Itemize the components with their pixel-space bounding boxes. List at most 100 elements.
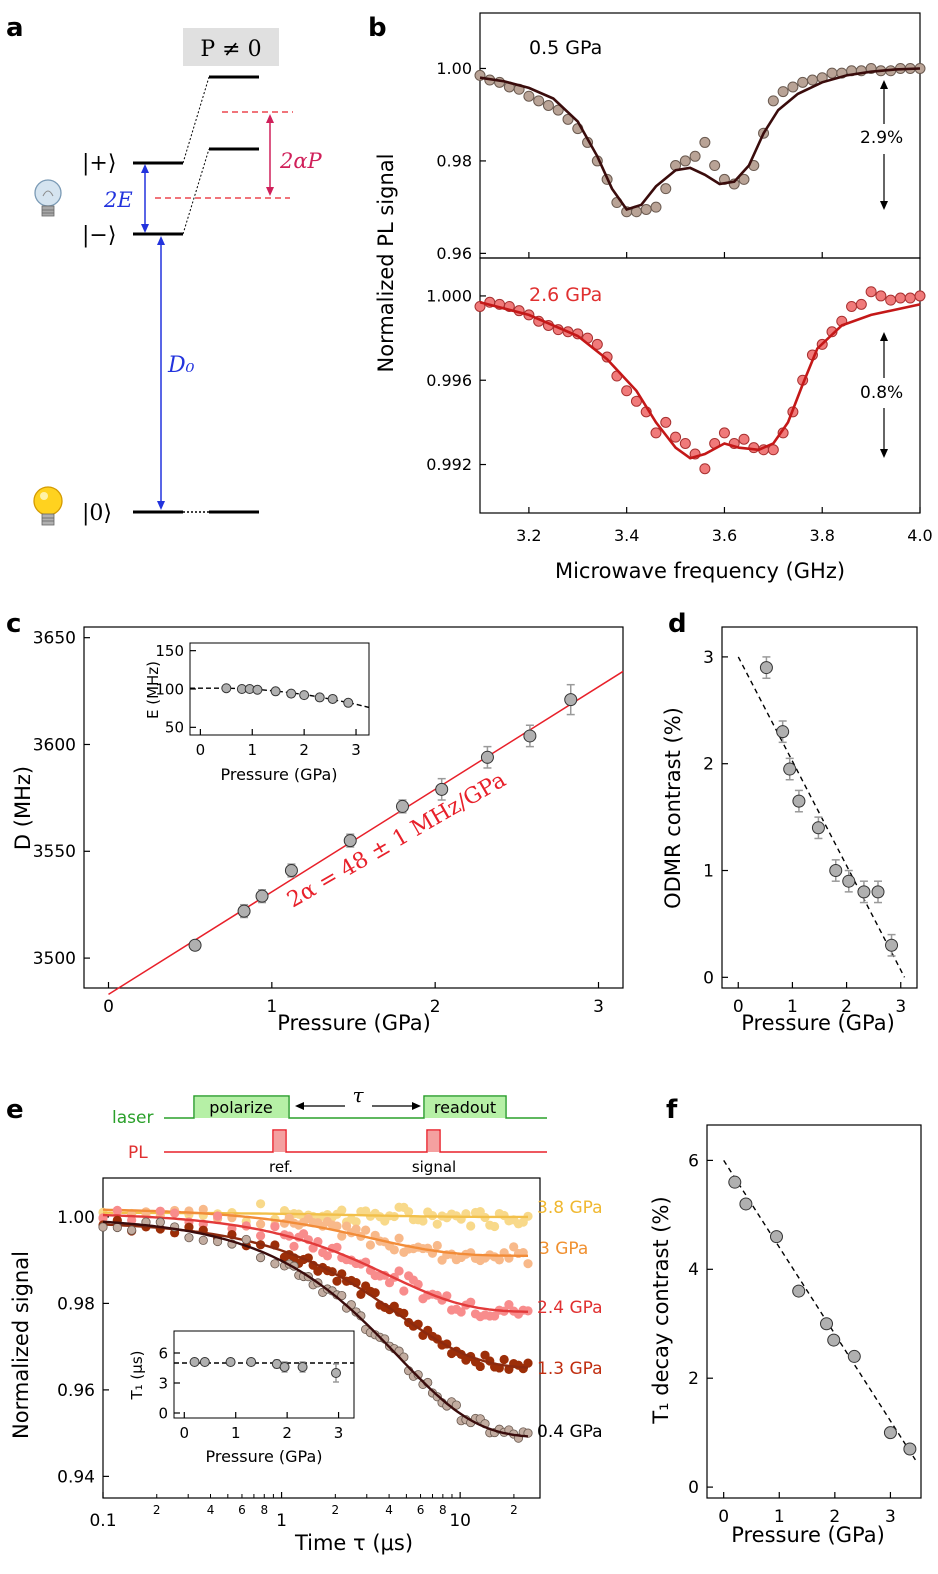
x-tick-label: 3	[593, 997, 604, 1017]
data-point	[361, 1225, 371, 1235]
y-tick-label: 3	[158, 1374, 168, 1392]
data-point	[797, 76, 809, 88]
fit-line	[723, 1160, 916, 1461]
data-point	[699, 136, 711, 148]
label-D0: D₀	[167, 353, 195, 378]
data-point	[337, 1231, 347, 1241]
data-point	[523, 1259, 533, 1269]
e-series-label-2: 2.4 GPa	[537, 1298, 603, 1318]
data-point	[255, 1199, 266, 1209]
fit-curve	[479, 301, 921, 460]
ref-label: ref.	[269, 1158, 293, 1176]
pulse-sequence-diagram: polarize readout laser PL τ ref. signal	[112, 1083, 547, 1176]
data-point	[308, 1243, 318, 1253]
ket-minus: |−⟩	[82, 223, 116, 248]
data-point	[343, 697, 354, 708]
y-tick-label: 50	[165, 719, 184, 737]
fit-curve	[102, 1213, 529, 1313]
data-point	[650, 427, 662, 439]
y-tick-label: 150	[155, 642, 184, 660]
data-point	[413, 1370, 423, 1380]
data-point	[718, 427, 730, 439]
data-point	[432, 1219, 442, 1229]
y-tick-label: 0.98	[57, 1294, 95, 1314]
polarize-label: polarize	[209, 1098, 272, 1117]
x-minor-tick-label: 6	[417, 1503, 425, 1517]
data-point	[509, 1242, 519, 1252]
data-point	[523, 729, 537, 743]
data-point	[820, 1317, 834, 1331]
data-point	[475, 1361, 485, 1372]
c-slope-annotation: 2α = 48 ± 1 MHz/GPa	[283, 768, 510, 914]
laser-trace	[164, 1095, 547, 1119]
data-point	[199, 1357, 210, 1367]
data-point	[343, 834, 357, 848]
pl-label: PL	[128, 1143, 148, 1163]
data-point	[332, 1276, 342, 1286]
data-point	[127, 1225, 137, 1235]
data-point	[155, 1217, 165, 1227]
pl-trace	[164, 1129, 547, 1153]
data-point	[894, 292, 906, 304]
data-point	[759, 661, 773, 675]
x-tick-label: 1	[787, 997, 798, 1017]
data-point	[523, 1358, 533, 1368]
data-point	[394, 1266, 404, 1276]
data-point	[846, 300, 858, 312]
data-point	[332, 1242, 342, 1252]
plot-frame-c	[83, 626, 624, 989]
data-point	[184, 1206, 194, 1216]
data-point	[241, 1234, 251, 1245]
data-point	[769, 1230, 783, 1244]
data-point	[591, 338, 603, 350]
x-tick-label: 2	[299, 741, 309, 759]
data-point	[885, 294, 897, 306]
data-point	[356, 1289, 366, 1300]
data-point	[255, 889, 269, 903]
f-ylabel: T₁ decay contrast (%)	[649, 1196, 673, 1424]
data-point	[394, 1233, 404, 1243]
plot-b-top-content: 0.960.981.00	[436, 59, 926, 263]
data-point	[875, 290, 887, 302]
data-point	[777, 86, 789, 98]
connector-plus	[182, 76, 210, 164]
data-point	[351, 1217, 361, 1227]
data-point	[255, 1231, 266, 1241]
y-tick-label: 3550	[33, 842, 76, 862]
data-point	[650, 201, 662, 213]
data-point	[679, 437, 691, 449]
data-point	[806, 74, 818, 86]
y-tick-label: 3650	[33, 629, 76, 649]
x-tick-label: 1	[276, 1511, 287, 1531]
x-minor-tick-label: 2	[332, 1503, 340, 1517]
x-minor-tick-label: 4	[207, 1503, 215, 1517]
x-tick-label: 3.4	[614, 526, 639, 545]
fit-curve	[479, 67, 921, 212]
data-point	[829, 864, 843, 878]
data-point	[331, 1368, 341, 1378]
y-tick-label: 0.96	[436, 244, 472, 263]
data-point	[776, 725, 790, 739]
data-point	[847, 1349, 861, 1363]
data-point	[270, 1259, 280, 1269]
plot-frame-e	[102, 1177, 541, 1499]
plot-frame-e-inset	[173, 1330, 355, 1419]
data-point	[112, 1222, 122, 1233]
x-minor-tick-label: 8	[439, 1503, 447, 1517]
c-ylabel: D (MHz)	[11, 766, 35, 850]
x-tick-label: 2	[282, 1424, 292, 1442]
data-point	[728, 1175, 742, 1189]
data-point	[332, 1221, 342, 1231]
data-point	[670, 431, 682, 443]
y-tick-label: 0	[688, 1478, 699, 1498]
data-point	[286, 688, 297, 699]
data-point	[189, 1357, 200, 1367]
data-point	[155, 1206, 165, 1216]
data-point	[279, 1362, 290, 1372]
